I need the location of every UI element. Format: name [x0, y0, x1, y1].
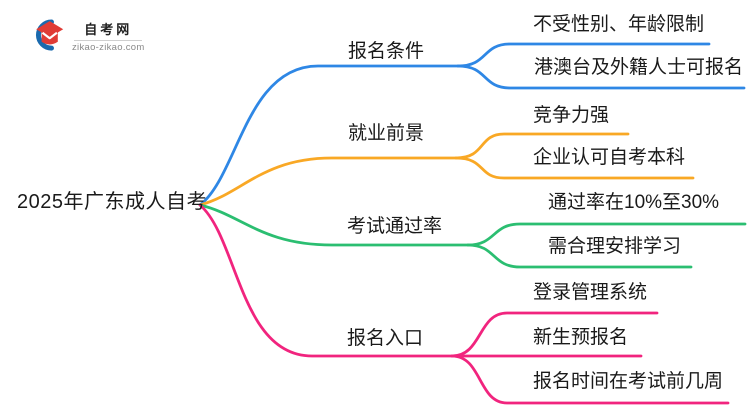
branch-registration-entrance: 报名入口 [347, 328, 424, 349]
leaf-arrange-study: 需合理安排学习 [548, 236, 682, 257]
branch-registration-conditions: 报名条件 [348, 41, 425, 62]
leaf-no-gender-age-limit: 不受性别、年龄限制 [533, 14, 705, 35]
site-url: zikao-zikao.com [72, 41, 145, 53]
leaf-enterprise-recognition: 企业认可自考本科 [533, 147, 686, 168]
leaf-registration-time: 报名时间在考试前几周 [533, 371, 724, 392]
branch-exam-pass-rate: 考试通过率 [347, 216, 443, 237]
site-name: 自考网 [84, 21, 133, 37]
branch-lines-registration-entrance [198, 203, 730, 405]
leaf-new-student-preregistration: 新生预报名 [533, 327, 629, 348]
leaf-strong-competitiveness: 竞争力强 [533, 105, 610, 126]
branch-lines-pass-rate [198, 203, 747, 269]
site-logo: 自考网 zikao-zikao.com [29, 17, 145, 54]
leaf-login-management-system: 登录管理系统 [533, 282, 648, 303]
branch-employment-prospects: 就业前景 [348, 123, 425, 144]
root-topic: 2025年广东成人自考 [17, 191, 207, 213]
graduation-cap-icon [35, 19, 64, 51]
leaf-pass-rate-10-30: 通过率在10%至30% [548, 192, 720, 213]
leaf-hk-macau-taiwan-foreigners: 港澳台及外籍人士可报名 [534, 57, 744, 78]
branch-lines-employment-prospects [198, 132, 695, 207]
logo-divider [74, 39, 143, 41]
branch-lines-registration-conditions [198, 42, 746, 207]
